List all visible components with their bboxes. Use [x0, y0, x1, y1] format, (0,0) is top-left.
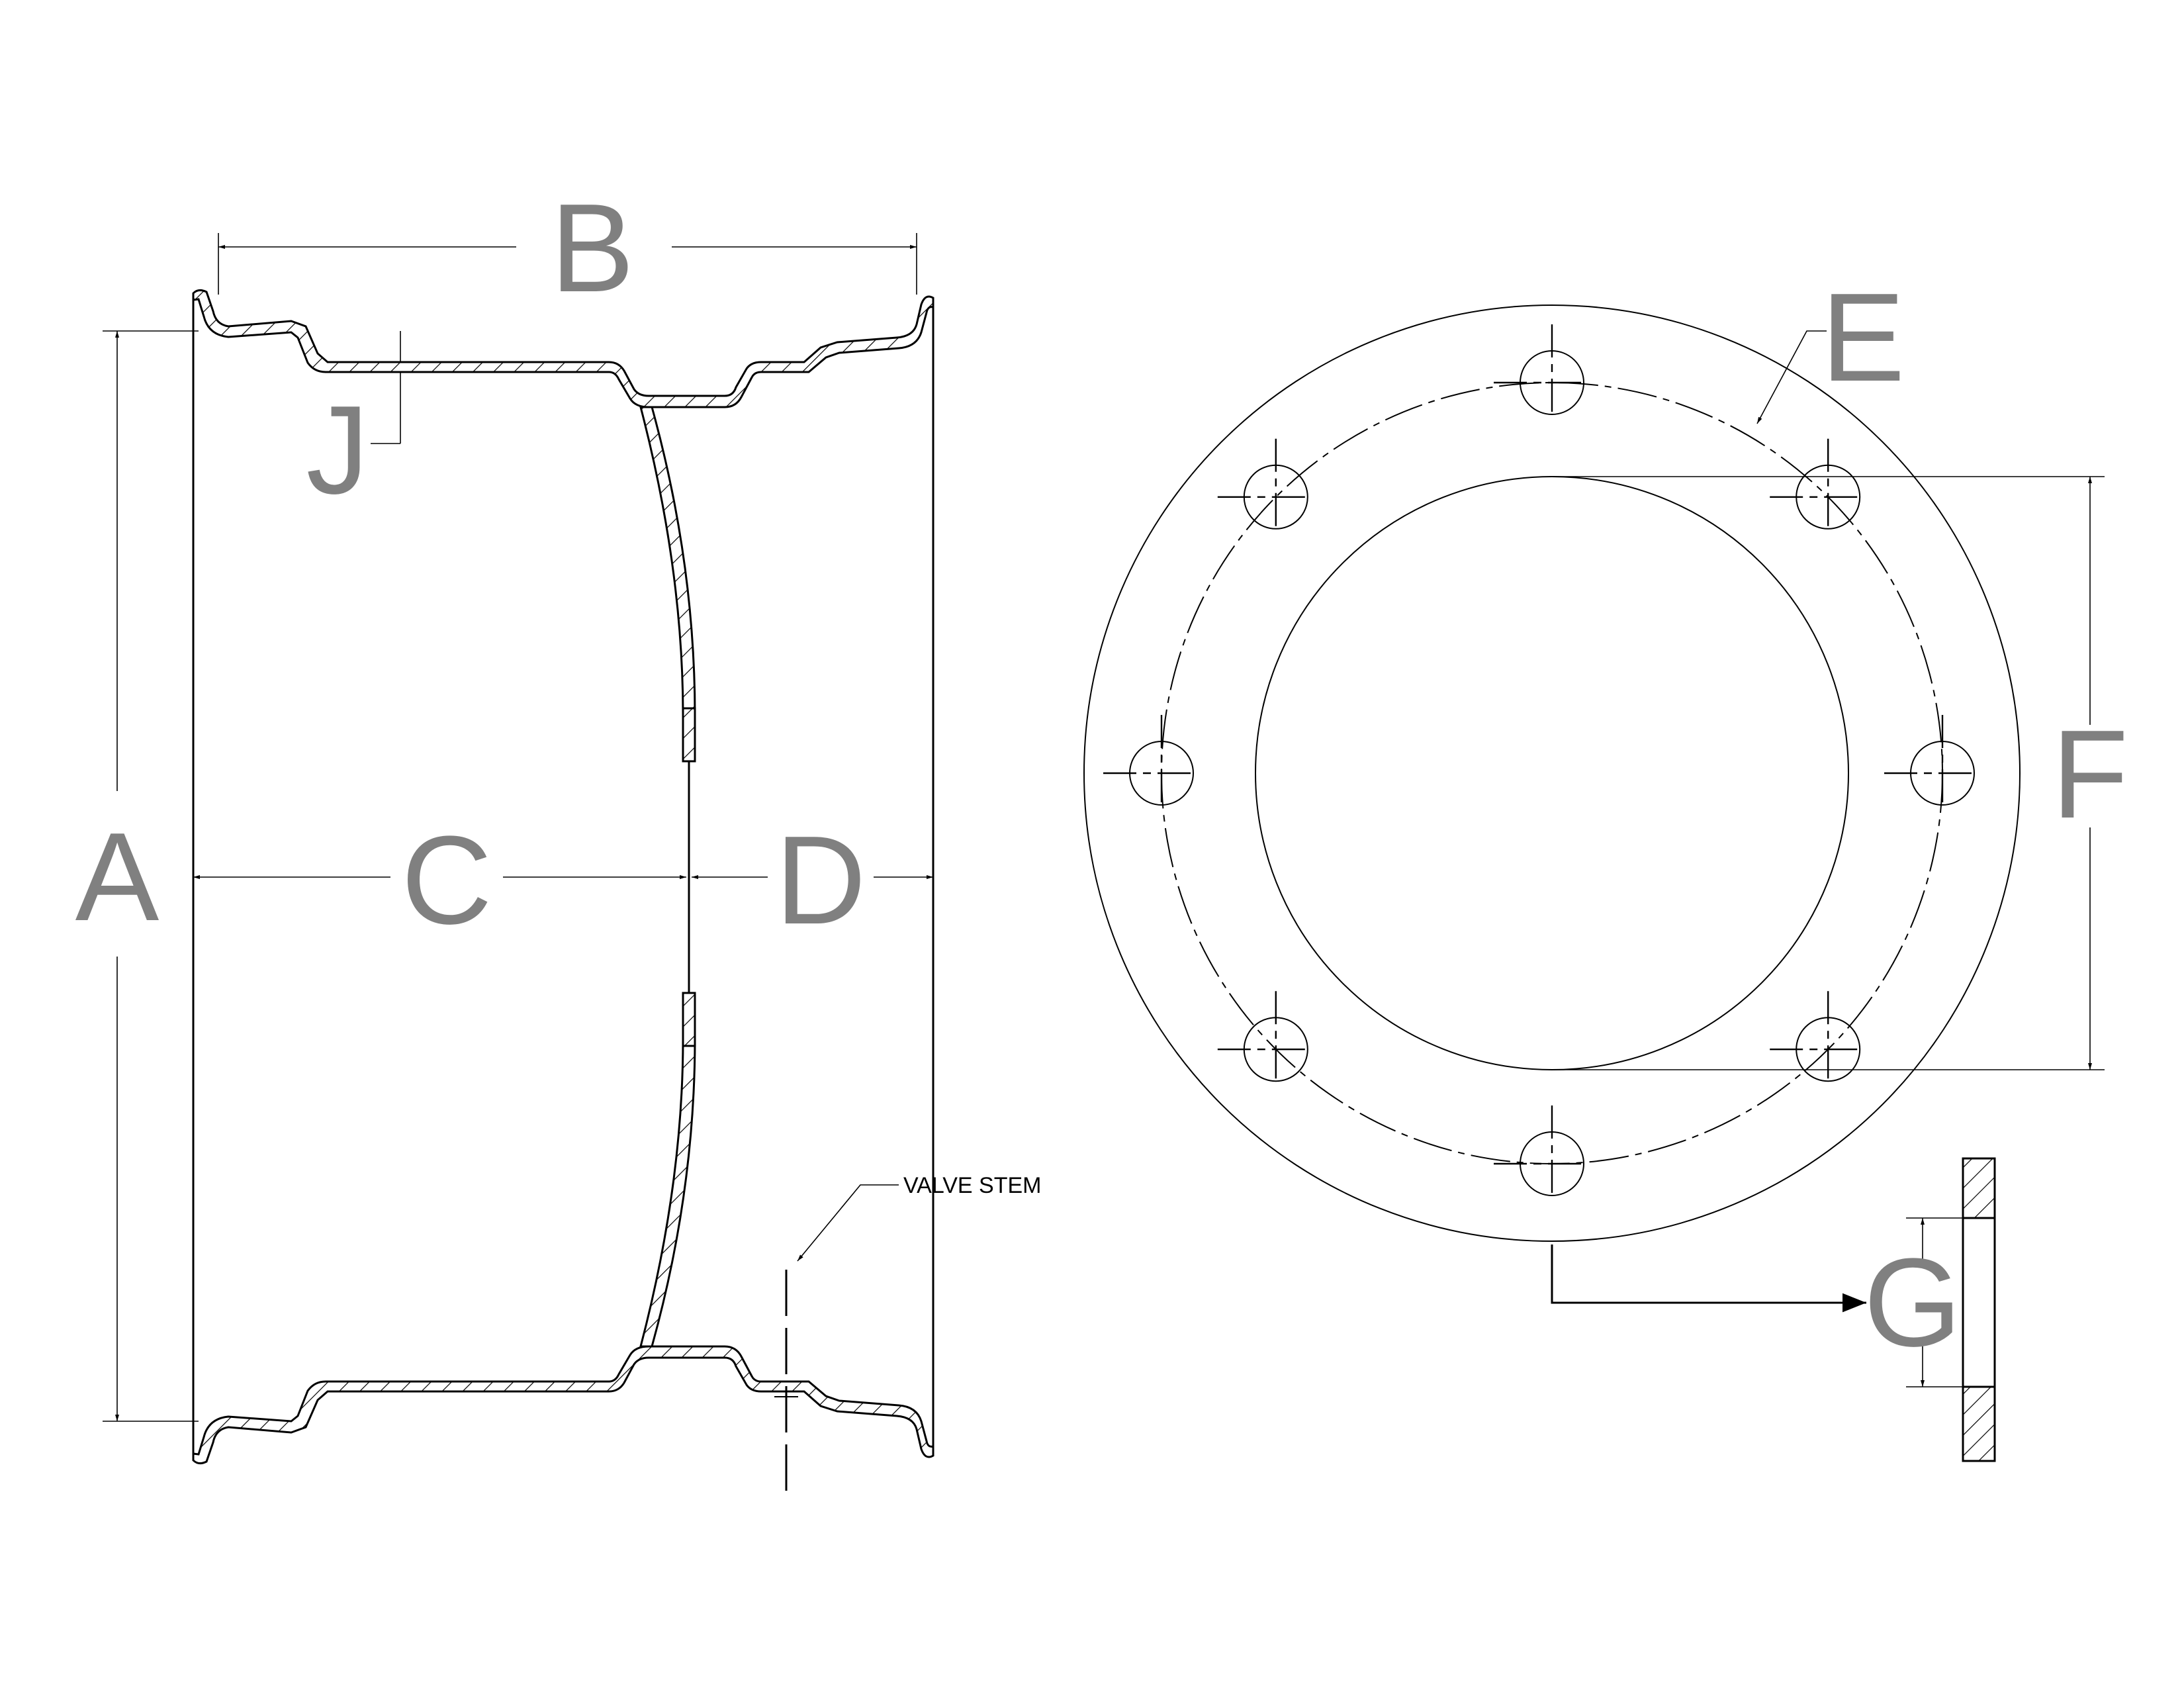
dim-label-b: B — [551, 178, 635, 318]
dim-e-leader — [1756, 330, 1827, 424]
detail-g-section-top — [1962, 1157, 1996, 1219]
bolt-circle — [1161, 382, 1943, 1164]
detail-g-leader — [1551, 1244, 1866, 1313]
center-bore-circle — [1255, 476, 1849, 1070]
dim-label-f: F — [2052, 704, 2128, 845]
dim-label-a: A — [75, 807, 159, 947]
dim-label-d: D — [775, 810, 866, 951]
rim-front-view: E F G — [1083, 267, 2128, 1462]
disc-center-bore-lower — [682, 992, 696, 1047]
rim-lower-profile — [192, 1345, 934, 1465]
dim-label-j: J — [306, 380, 369, 520]
valve-stem-note: VALVE STEM — [903, 1173, 1041, 1198]
dim-label-c: C — [401, 810, 492, 951]
detail-g-section-bottom — [1962, 1385, 1996, 1462]
bolt-holes — [1103, 324, 2001, 1222]
disc-center-bore-upper — [682, 707, 696, 763]
outer-rim-circle — [1083, 305, 2021, 1242]
dim-label-g: G — [1864, 1233, 1962, 1373]
rim-section-view: B A C D J VALVE STEM — [75, 178, 1041, 1501]
valve-stem-leader — [797, 1184, 899, 1262]
dim-label-e: E — [1821, 267, 1905, 408]
